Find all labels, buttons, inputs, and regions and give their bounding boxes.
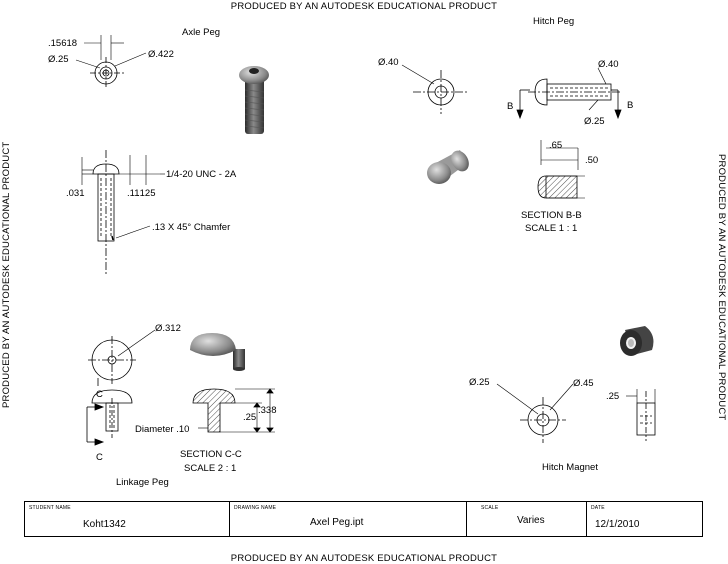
section-c-label-bottom: C bbox=[96, 452, 103, 463]
dim-axle-11: .11 bbox=[127, 188, 140, 199]
hitch-magnet-top-view bbox=[496, 383, 574, 443]
axle-peg-3d-render bbox=[239, 66, 269, 134]
student-value: Koht1342 bbox=[83, 519, 126, 530]
section-bb-view bbox=[537, 140, 585, 199]
title-block-student: STUDENT NAME Koht1342 bbox=[25, 502, 230, 536]
title-block-date: DATE 12/1/2010 bbox=[587, 502, 702, 536]
axle-peg-top-view bbox=[75, 35, 147, 89]
linkage-peg-side-view bbox=[86, 389, 133, 446]
dim-hitch-dia-40-left: Ø.40 bbox=[378, 57, 399, 68]
section-b-label-left: B bbox=[507, 101, 513, 112]
section-cc-view bbox=[192, 388, 275, 433]
dim-axle-width: .15618 bbox=[48, 38, 77, 49]
hitch-peg-title: Hitch Peg bbox=[533, 16, 574, 27]
dim-cc-25: .25 bbox=[243, 412, 256, 423]
watermark-bottom: PRODUCED BY AN AUTODESK EDUCATIONAL PROD… bbox=[230, 553, 498, 564]
section-c-label-top: C bbox=[96, 389, 103, 400]
linkage-peg-title: Linkage Peg bbox=[116, 477, 169, 488]
section-cc-scale: SCALE 2 : 1 bbox=[184, 463, 236, 474]
section-bb-scale: SCALE 1 : 1 bbox=[525, 223, 577, 234]
section-b-label-right: B bbox=[627, 100, 633, 111]
axle-peg-title: Axle Peg bbox=[182, 27, 220, 38]
title-block-scale: SCALE Varies bbox=[467, 502, 587, 536]
title-block: STUDENT NAME Koht1342 DRAWING NAME Axel … bbox=[24, 501, 703, 537]
hitch-peg-side-view bbox=[516, 67, 622, 120]
scale-value: Varies bbox=[517, 515, 545, 526]
date-value: 12/1/2010 bbox=[595, 519, 640, 530]
hitch-magnet-side-view bbox=[626, 389, 656, 441]
dim-hitch-dia-25: Ø.25 bbox=[584, 116, 605, 127]
hitch-peg-end-view bbox=[401, 64, 469, 114]
student-caption: STUDENT NAME bbox=[29, 505, 71, 511]
dim-linkage-dia-312: Ø.312 bbox=[155, 323, 181, 334]
dim-axle-chamfer: .13 X 45° Chamfer bbox=[152, 222, 230, 233]
dim-axle-031: .031 bbox=[66, 188, 85, 199]
dim-cc-338: .338 bbox=[258, 405, 277, 416]
watermark-top: PRODUCED BY AN AUTODESK EDUCATIONAL PROD… bbox=[230, 1, 498, 12]
dim-axle-thread: 1/4-20 UNC - 2A bbox=[166, 169, 237, 180]
dim-bb-50: .50 bbox=[585, 155, 598, 166]
dim-cc-diameter: Diameter .10 bbox=[135, 424, 189, 435]
dim-magnet-dia-45: Ø.45 bbox=[573, 378, 594, 389]
hitch-magnet-3d-render bbox=[620, 326, 654, 356]
dim-magnet-25: .25 bbox=[606, 391, 619, 402]
title-block-drawing: DRAWING NAME Axel Peg.ipt bbox=[230, 502, 467, 536]
linkage-peg-top-view bbox=[88, 329, 156, 386]
dim-bb-65: .65 bbox=[549, 140, 562, 151]
date-caption: DATE bbox=[591, 505, 605, 511]
drawing-caption: DRAWING NAME bbox=[234, 505, 277, 511]
hitch-peg-3d-render bbox=[427, 150, 469, 184]
linkage-peg-3d-render bbox=[190, 333, 245, 371]
section-bb-title: SECTION B-B bbox=[521, 210, 582, 221]
section-cc-title: SECTION C-C bbox=[180, 449, 242, 460]
scale-caption: SCALE bbox=[481, 505, 499, 511]
axle-peg-side-view bbox=[81, 150, 165, 275]
drawing-value: Axel Peg.ipt bbox=[310, 517, 364, 528]
dim-axle-125: .125 bbox=[137, 188, 156, 199]
hitch-magnet-title: Hitch Magnet bbox=[542, 462, 598, 473]
dim-axle-dia-large: Ø.422 bbox=[148, 49, 174, 60]
dim-axle-dia-small: Ø.25 bbox=[48, 54, 69, 65]
dim-hitch-dia-40-right: Ø.40 bbox=[598, 59, 619, 70]
dim-magnet-dia-25: Ø.25 bbox=[469, 377, 490, 388]
